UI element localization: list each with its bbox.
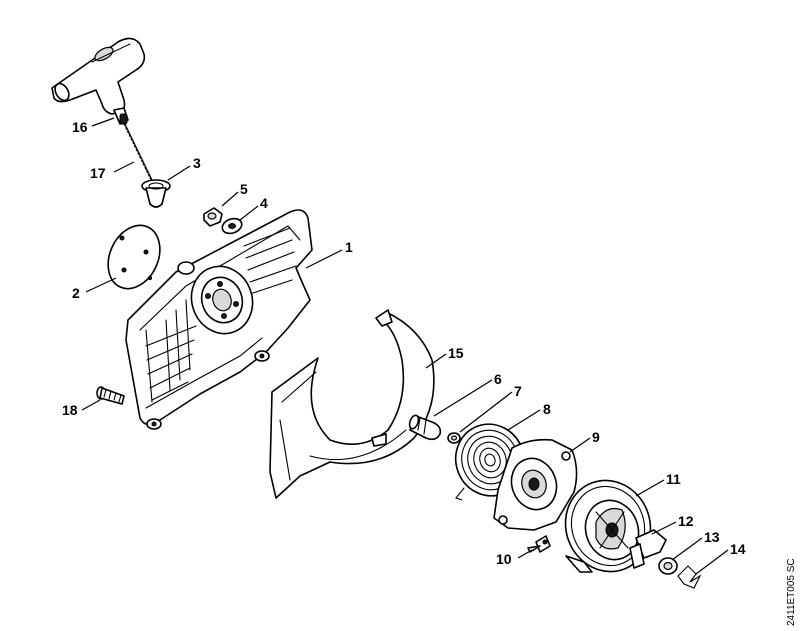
callout-7: 7 bbox=[514, 383, 522, 399]
callout-11: 11 bbox=[666, 471, 681, 487]
pawl bbox=[629, 529, 667, 569]
callout-18: 18 bbox=[62, 402, 78, 418]
spring-clip bbox=[677, 565, 702, 589]
callout-17: 17 bbox=[90, 165, 106, 181]
rope-rotor bbox=[564, 479, 652, 573]
nut bbox=[203, 207, 223, 227]
starter-rope bbox=[123, 123, 154, 183]
callout-labels: 16 17 3 5 4 1 2 18 15 6 7 8 9 10 11 12 1… bbox=[62, 119, 746, 567]
rewind-spring-sleeve bbox=[408, 414, 442, 441]
callout-2: 2 bbox=[72, 285, 80, 301]
small-washer bbox=[447, 432, 461, 444]
callout-4: 4 bbox=[260, 195, 268, 211]
callout-13: 13 bbox=[704, 529, 720, 545]
callout-16: 16 bbox=[72, 119, 88, 135]
leader-lines bbox=[81, 117, 729, 575]
starter-grip bbox=[51, 37, 146, 125]
callout-8: 8 bbox=[543, 401, 551, 417]
diagram-code: 2411ET005 SC bbox=[786, 558, 797, 626]
shroud bbox=[269, 309, 435, 499]
callout-6: 6 bbox=[494, 371, 502, 387]
callout-14: 14 bbox=[730, 541, 746, 557]
cover-plate bbox=[107, 224, 161, 290]
callout-12: 12 bbox=[678, 513, 694, 529]
callout-1: 1 bbox=[345, 239, 353, 255]
fan-housing bbox=[125, 209, 313, 430]
callout-10: 10 bbox=[496, 551, 512, 567]
spring-housing bbox=[493, 438, 578, 531]
screw bbox=[527, 535, 551, 553]
screw bbox=[96, 386, 125, 405]
callout-9: 9 bbox=[592, 429, 600, 445]
washer bbox=[221, 217, 243, 235]
callout-5: 5 bbox=[240, 181, 248, 197]
washer bbox=[658, 557, 678, 575]
callout-3: 3 bbox=[193, 155, 201, 171]
rope-guide-bush bbox=[141, 179, 171, 208]
callout-15: 15 bbox=[448, 345, 464, 361]
